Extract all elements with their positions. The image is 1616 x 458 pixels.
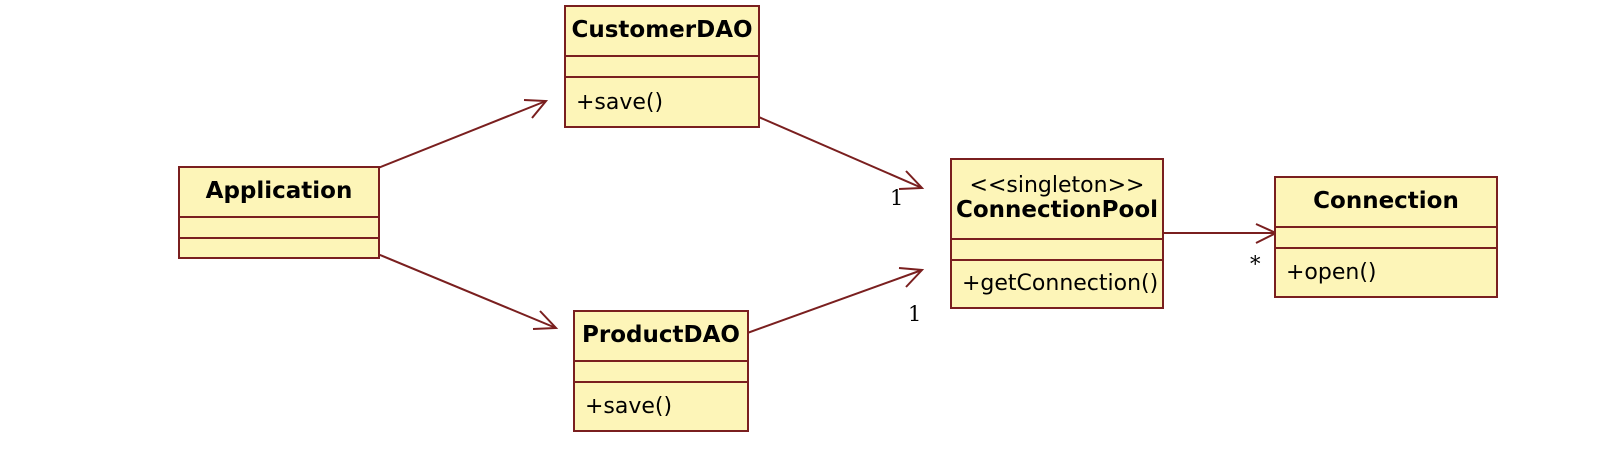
class-connection: Connection +open() (1274, 176, 1498, 298)
stereotype-label: <<singleton>> (969, 173, 1145, 199)
arrowhead-productdao (532, 310, 559, 330)
assoc-application-customerdao (367, 100, 547, 173)
multiplicity-connectionpool-connection: * (1250, 252, 1261, 276)
operations-divider (952, 259, 1162, 261)
assoc-customerdao-connectionpool (737, 107, 923, 189)
class-name: CustomerDAO (571, 17, 753, 44)
operations-divider (575, 381, 747, 383)
class-customer-dao: CustomerDAO +save() (564, 5, 760, 128)
class-name: Connection (1313, 188, 1459, 215)
attributes-divider (575, 360, 747, 362)
class-name: ProductDAO (582, 322, 740, 349)
arrowhead-customerdao (523, 99, 549, 119)
attributes-divider (566, 55, 758, 57)
class-product-dao: ProductDAO +save() (573, 310, 749, 432)
operations-divider (1276, 247, 1496, 249)
operations-divider (566, 76, 758, 78)
attributes-divider (952, 238, 1162, 240)
operation-save: +save() (576, 90, 664, 115)
operation-open: +open() (1286, 260, 1377, 285)
class-name: ConnectionPool (955, 197, 1159, 224)
class-connection-pool: <<singleton>> ConnectionPool +getConnect… (950, 158, 1164, 309)
operation-get-connection: +getConnection() (962, 271, 1159, 296)
attributes-divider (1276, 226, 1496, 228)
multiplicity-productdao-connectionpool: 1 (908, 302, 922, 326)
class-application: Application (178, 166, 380, 259)
operation-save: +save() (585, 394, 673, 419)
assoc-productdao-connectionpool (727, 269, 923, 341)
multiplicity-customerdao-connectionpool: 1 (890, 186, 904, 210)
assoc-application-productdao (367, 249, 557, 329)
attributes-divider (180, 216, 378, 218)
arrowhead-connectionpool-top (898, 170, 925, 190)
arrowhead-connectionpool-bottom (898, 267, 925, 288)
operations-divider (180, 237, 378, 239)
class-name: Application (205, 178, 353, 205)
